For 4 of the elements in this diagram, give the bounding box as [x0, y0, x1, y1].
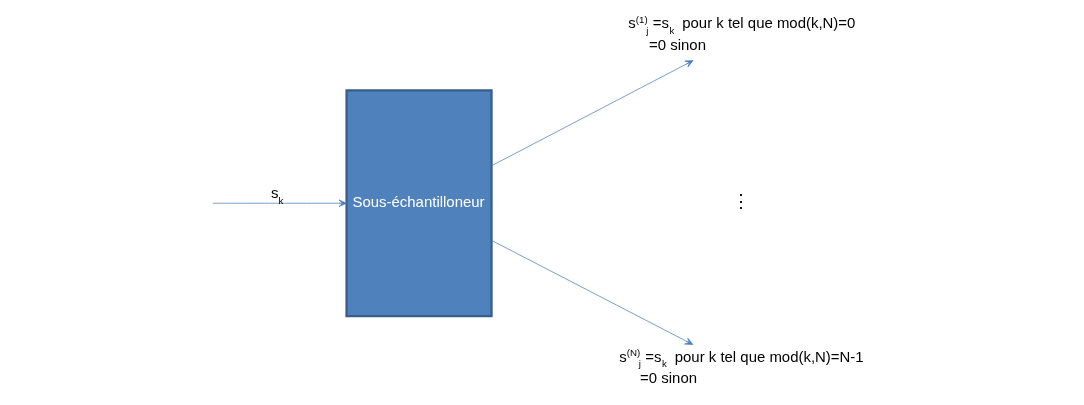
node-text: s$^{(N)}$$_{j}$=s$_{k}$ pour k tel que mod(k,N)=N-1 =0 sinon — [619, 347, 864, 387]
edge-label: s$_{k}$ — [271, 184, 284, 206]
label: ⋮ — [731, 191, 750, 212]
node-text: s$^{(1)}$$_{j}$=s$_{k}$ pour k tel que mod(k,N)=0 =0 sinon — [628, 13, 856, 54]
